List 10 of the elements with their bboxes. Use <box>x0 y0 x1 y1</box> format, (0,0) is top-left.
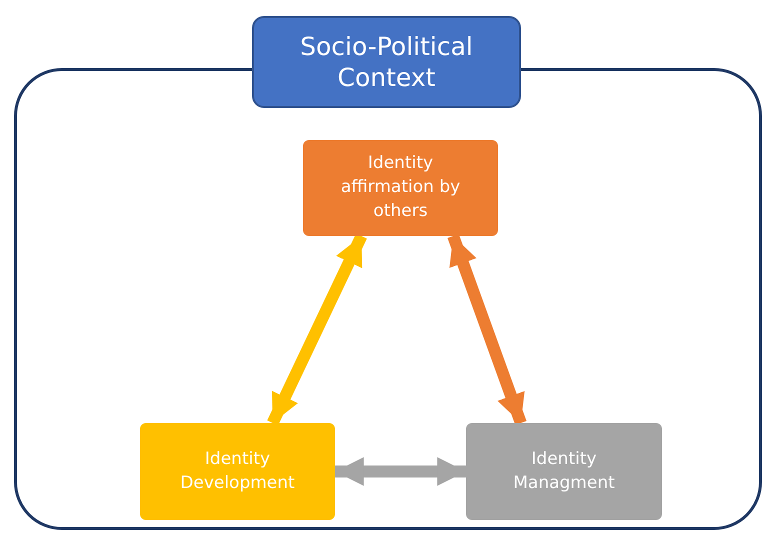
box-label: Identity Managment <box>512 448 616 494</box>
process-box <box>140 423 335 520</box>
process-box <box>466 423 662 520</box>
double-arrow <box>448 234 527 426</box>
box-label: Identity affirmation by others <box>340 152 462 223</box>
double-arrow <box>267 233 367 426</box>
box-label: Identity Development <box>179 448 296 494</box>
title-tab: Socio-Political Context <box>252 16 521 108</box>
process-box <box>303 140 498 236</box>
double-arrow <box>335 457 466 486</box>
